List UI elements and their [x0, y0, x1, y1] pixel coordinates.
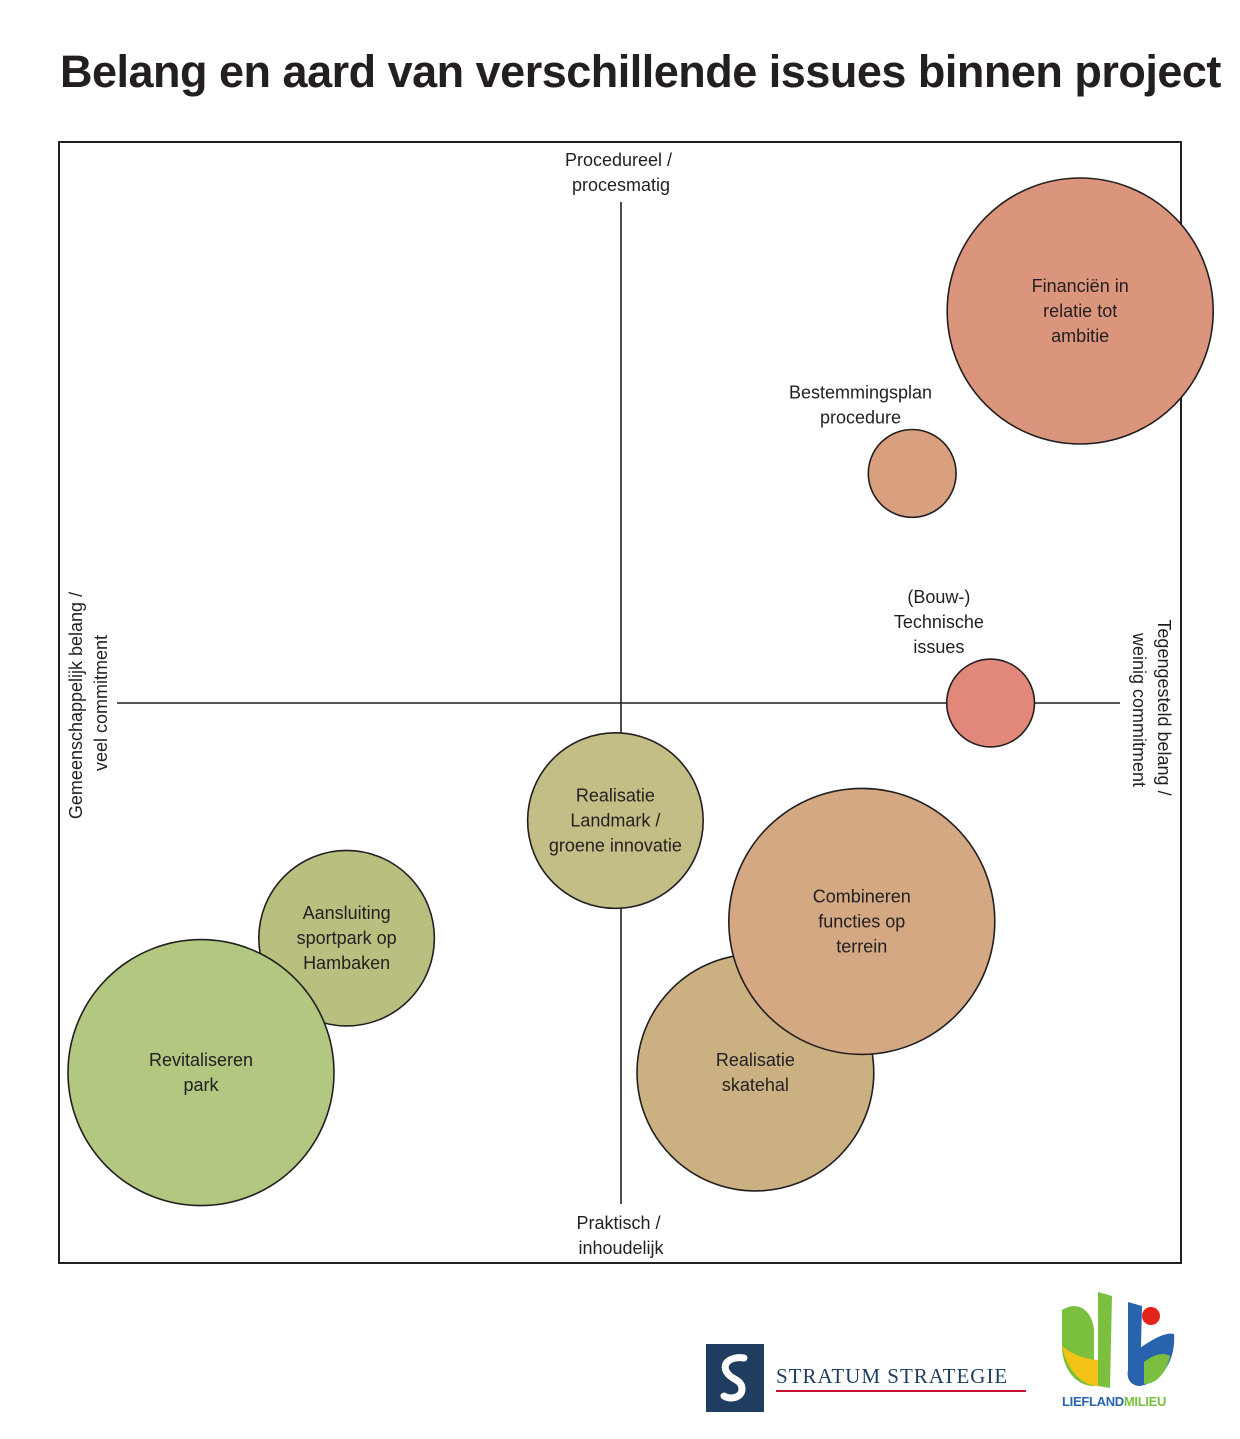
bubble-0 [946, 177, 1214, 445]
liefland-wordmark: LIEFLANDMILIEU [1062, 1394, 1166, 1409]
bubble-6 [258, 849, 436, 1027]
liefland-milieu-logo: LIEFLANDMILIEU [1058, 1290, 1178, 1420]
bubble-2 [945, 658, 1036, 748]
axis-label-left: Gemeenschappelijk belang / veel commitme… [66, 587, 111, 819]
bubble-5 [727, 787, 996, 1056]
stratum-strategie-logo: STRATUM STRATEGIE [706, 1344, 1036, 1414]
stratum-underline [776, 1390, 1026, 1392]
bubble-7 [67, 938, 335, 1207]
page-title: Belang en aard van verschillende issues … [60, 46, 1221, 97]
bubble-3 [526, 732, 704, 910]
liefland-word: LIEFLAND [1062, 1394, 1124, 1409]
bubble-chart: Procedureel / procesmatig Praktisch / in… [58, 141, 1214, 1264]
stratum-s-icon [706, 1344, 764, 1412]
liefland-leaf-icon [1062, 1292, 1175, 1388]
stratum-wordmark: STRATUM STRATEGIE [776, 1364, 1009, 1388]
axis-label-top: Procedureel / procesmatig [565, 150, 677, 195]
axis-label-right: Tegengesteld belang / weinig commitment [1129, 619, 1174, 800]
milieu-word: MILIEU [1123, 1394, 1167, 1409]
chart-frame [58, 141, 1182, 1264]
axis-label-bottom: Praktisch / inhoudelijk [576, 1213, 665, 1258]
bubble-1 [867, 428, 957, 519]
